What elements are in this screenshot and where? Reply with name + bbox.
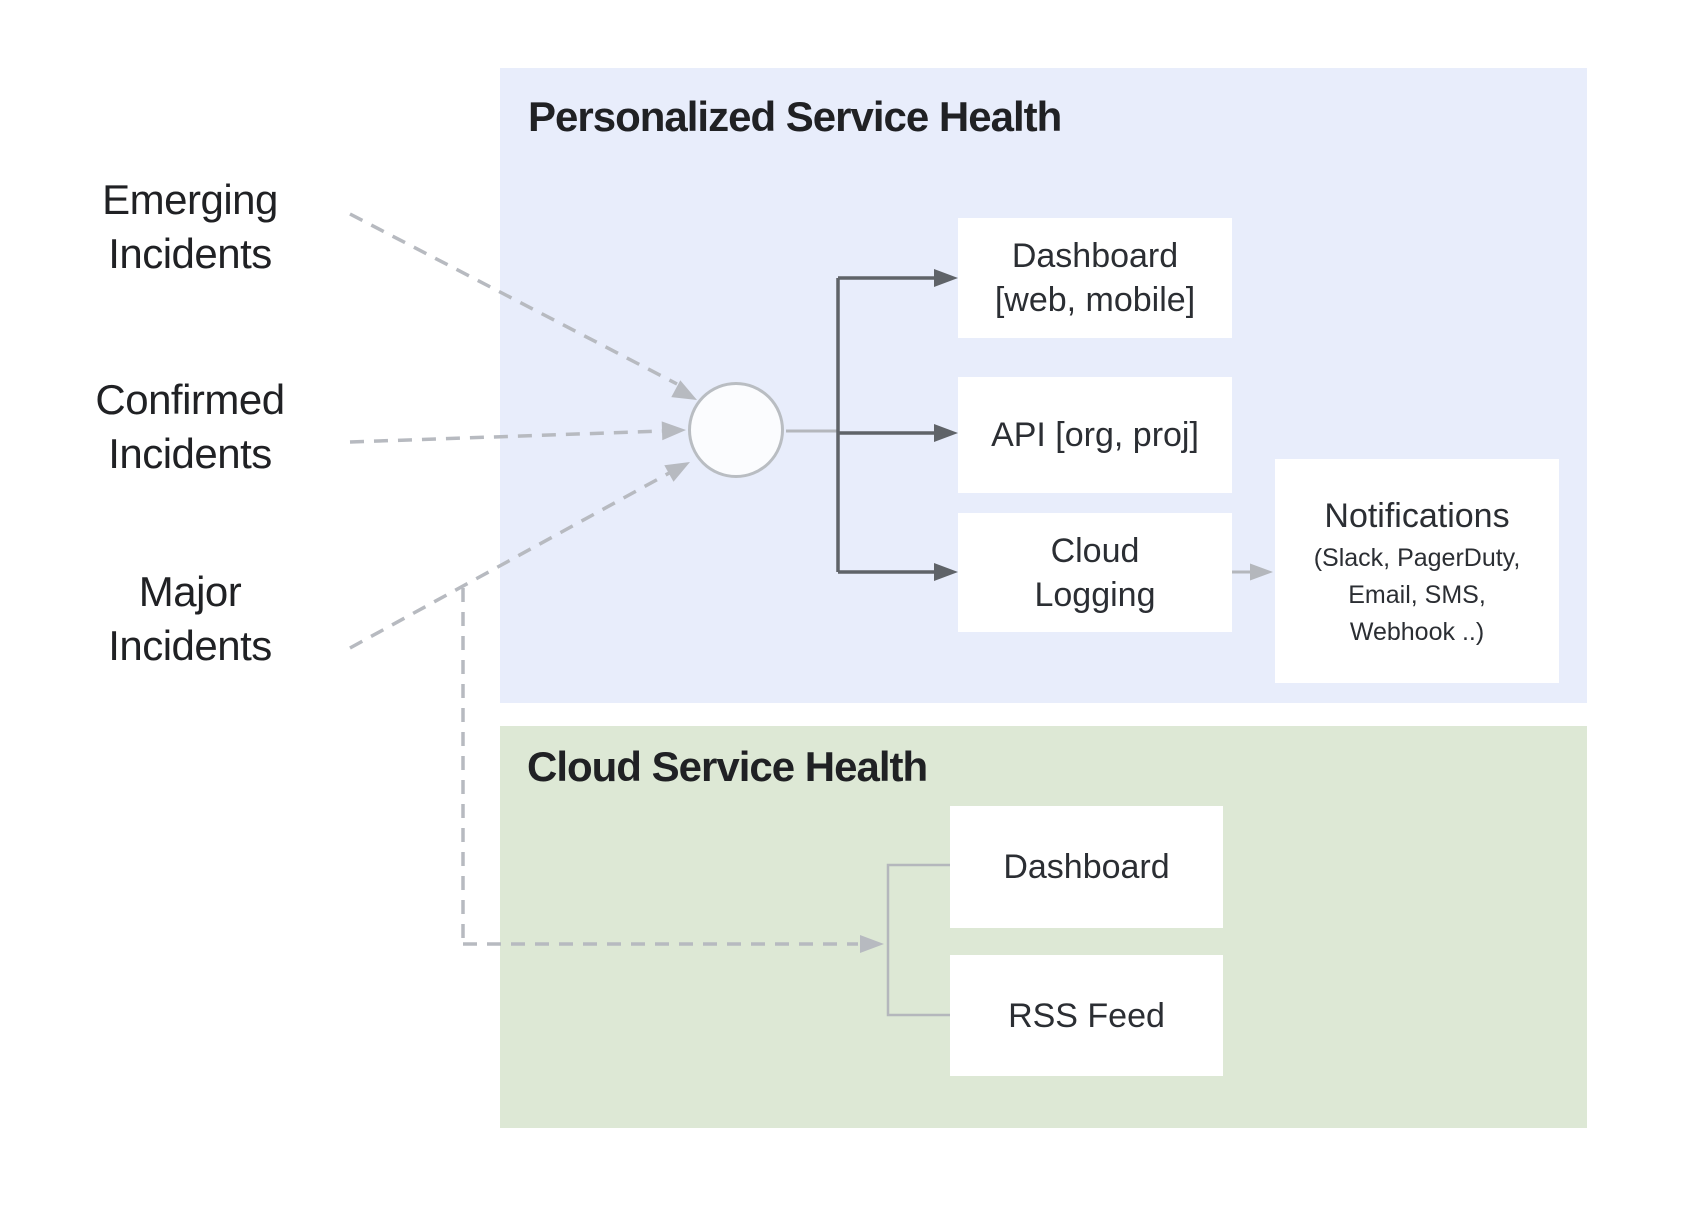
label-line: Major xyxy=(138,568,242,615)
label-emerging-incidents: Emerging Incidents xyxy=(40,173,340,281)
notifications-detail-line: Email, SMS, xyxy=(1348,580,1486,609)
node-cloud-dashboard: Dashboard xyxy=(950,806,1223,928)
label-line: Emerging xyxy=(102,176,278,223)
connector-major-to-hub xyxy=(349,462,690,650)
hub-node xyxy=(688,382,784,478)
connector-cloud-health-bracket xyxy=(886,863,950,1017)
notifications-detail-line: (Slack, PagerDuty, xyxy=(1313,543,1521,572)
cloud-section-title: Cloud Service Health xyxy=(527,743,928,790)
node-label-line: Cloud xyxy=(1050,531,1140,570)
node-label-line: Dashboard xyxy=(1011,237,1179,275)
node-api: API [org, proj] xyxy=(958,377,1232,493)
notifications-title: Notifications xyxy=(1324,496,1510,535)
node-notifications: Notifications (Slack, PagerDuty, Email, … xyxy=(1275,459,1559,683)
node-label-line: [web, mobile] xyxy=(994,281,1196,319)
personalized-section-title: Personalized Service Health xyxy=(528,93,1062,140)
label-line: Incidents xyxy=(108,230,272,277)
connector-confirmed-to-hub xyxy=(349,421,686,444)
node-label-line: Dashboard xyxy=(1003,848,1170,886)
node-dashboard-web-mobile: Dashboard [web, mobile] xyxy=(958,218,1232,338)
label-line: Incidents xyxy=(108,430,272,477)
node-label-line: Logging xyxy=(1034,575,1156,614)
connector-emerging-to-hub xyxy=(349,212,697,400)
label-confirmed-incidents: Confirmed Incidents xyxy=(40,373,340,481)
connector-major-branch-to-cloud-health xyxy=(461,588,884,953)
node-label-line: RSS Feed xyxy=(1008,996,1165,1035)
connector-cloud-logging-to-notifications xyxy=(1232,563,1273,581)
node-label-line: API [org, proj] xyxy=(991,416,1199,454)
label-major-incidents: Major Incidents xyxy=(40,565,340,673)
connector-hub-to-outputs xyxy=(836,269,958,581)
label-line: Incidents xyxy=(108,622,272,669)
node-rss-feed: RSS Feed xyxy=(950,955,1223,1076)
notifications-detail-line: Webhook ..) xyxy=(1349,617,1485,646)
node-cloud-logging: Cloud Logging xyxy=(958,513,1232,632)
label-line: Confirmed xyxy=(95,376,285,423)
